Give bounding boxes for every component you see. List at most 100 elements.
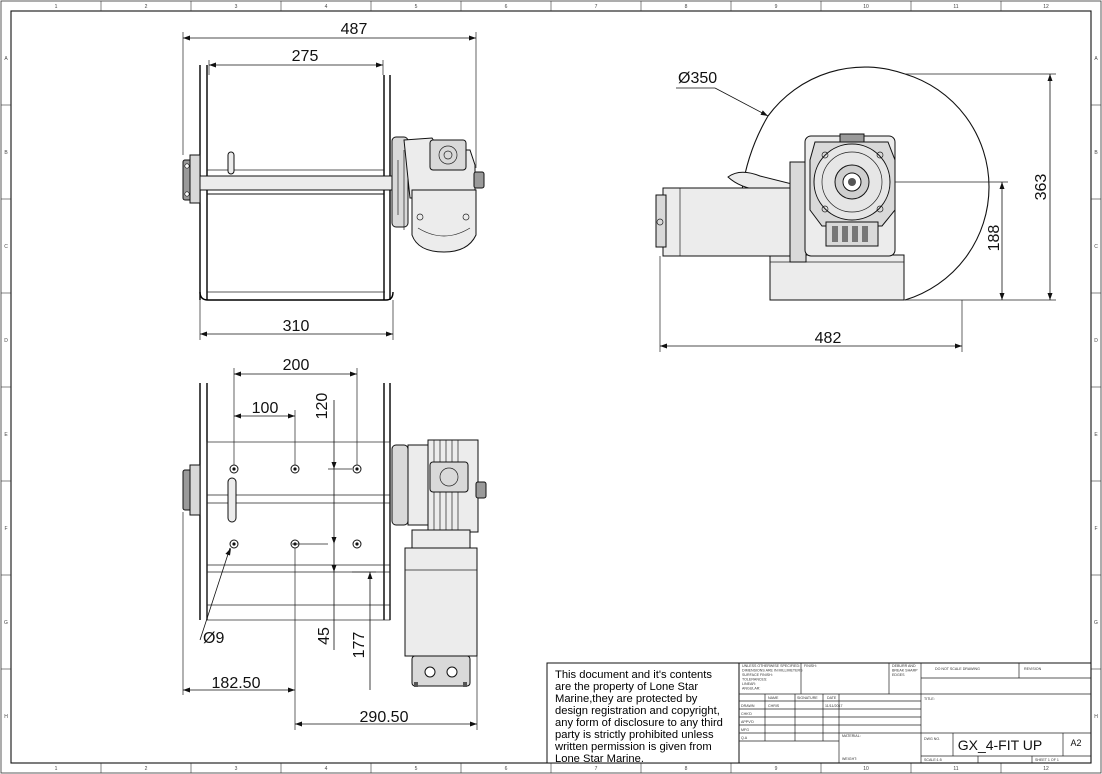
zone-row-right-C: C [1094, 244, 1098, 250]
dim-45: 45 [316, 627, 333, 645]
dwg-no-label: DWG NO. [924, 737, 940, 741]
zone-col-bottom-5: 5 [415, 766, 418, 772]
dim-482: 482 [815, 330, 842, 347]
zone-col-top-2: 2 [145, 4, 148, 10]
ownership-notice: This document and it's contents are the … [546, 662, 740, 765]
dim-275: 275 [292, 48, 319, 65]
zone-row-left-G: G [4, 620, 8, 626]
zone-col-bottom-2: 2 [145, 766, 148, 772]
zone-col-top-1: 1 [55, 4, 58, 10]
drawn-date: 11/11/2017 [825, 704, 842, 708]
dim-290-50: 290.50 [360, 709, 409, 726]
bottom-view-dimensions: 200 100 120 Ø9 45 177 182.50 290.50 [182, 357, 478, 730]
zone-col-top-12: 12 [1043, 4, 1049, 10]
deburr-line-2: BREAK SHARP [892, 669, 918, 673]
col-date: DATE [827, 696, 837, 700]
notice-line-6: party is strictly prohibited unless [555, 729, 714, 741]
zone-col-bottom-10: 10 [863, 766, 869, 772]
revision-label: REVISION [1024, 667, 1042, 671]
dim-hole-9: Ø9 [203, 630, 224, 647]
notice-line-2: are the property of Lone Star [555, 681, 698, 693]
unless-note-1: UNLESS OTHERWISE SPECIFIED: [742, 664, 800, 668]
dwg-no: GX_4-FIT UP [958, 737, 1043, 753]
notice-line-5: any form of disclosure to any third [555, 717, 723, 729]
finish-label: FINISH: [804, 664, 817, 668]
zone-col-top-4: 4 [325, 4, 328, 10]
zone-row-right-H: H [1094, 714, 1098, 720]
row-drawn: DRAWN [741, 704, 755, 708]
unless-note-4: TOLERANCES: [742, 678, 767, 682]
col-signature: SIGNATURE [797, 696, 818, 700]
zone-col-bottom-1: 1 [55, 766, 58, 772]
zone-col-bottom-9: 9 [775, 766, 778, 772]
notice-line-7: written permission is given from [554, 741, 712, 753]
unless-note-2: DIMENSIONS ARE IN MILLIMETERS [742, 669, 803, 673]
dim-100: 100 [252, 400, 279, 417]
zone-row-left-H: H [4, 714, 8, 720]
col-name: NAME [768, 696, 779, 700]
notice-line-1: This document and it's contents [555, 669, 712, 681]
deburr-line-3: EDGES [892, 673, 905, 677]
bottom-view [182, 383, 487, 687]
zone-row-right-F: F [1094, 526, 1097, 532]
zone-row-right-B: B [1094, 150, 1098, 156]
zone-row-right-A: A [1094, 56, 1098, 62]
notice-line-4: design registration and copyright, [555, 705, 720, 717]
zone-col-bottom-3: 3 [235, 766, 238, 772]
top-view-dimensions: 487 275 310 [182, 21, 477, 340]
zone-col-top-6: 6 [505, 4, 508, 10]
zone-row-right-G: G [1094, 620, 1098, 626]
zone-row-left-B: B [4, 150, 8, 156]
inner-border [10, 10, 1092, 764]
zone-col-top-8: 8 [685, 4, 688, 10]
zone-row-left-E: E [4, 432, 8, 438]
zone-col-bottom-11: 11 [953, 766, 958, 772]
dim-177: 177 [351, 632, 368, 659]
side-view [655, 66, 990, 301]
zone-col-top-3: 3 [235, 4, 238, 10]
row-appvd: APPV'D [741, 720, 754, 724]
row-mfg: MFG [741, 728, 749, 732]
notice-line-8: Lone Star Marine. [555, 753, 644, 765]
side-view-dimensions: Ø350 363 188 482 [659, 70, 1056, 352]
dim-120: 120 [314, 393, 331, 420]
dim-487: 487 [341, 21, 368, 38]
zone-row-left-A: A [4, 56, 8, 62]
drawn-name: CHRIS [768, 704, 780, 708]
unless-note-3: SURFACE FINISH: [742, 673, 773, 677]
zone-col-bottom-4: 4 [325, 766, 328, 772]
zone-col-bottom-7: 7 [595, 766, 598, 772]
row-chkd: CHK'D [741, 712, 752, 716]
dim-310: 310 [283, 318, 310, 335]
top-view [182, 65, 485, 301]
zone-row-right-D: D [1094, 338, 1098, 344]
zone-col-top-7: 7 [595, 4, 598, 10]
unless-note-5: LINEAR: [742, 682, 756, 686]
sheet-size: A2 [1070, 738, 1081, 748]
deburr-line-1: DEBURR AND [892, 664, 916, 668]
dim-182-50: 182.50 [212, 675, 261, 692]
zone-col-top-5: 5 [415, 4, 418, 10]
do-not-scale: DO NOT SCALE DRAWING [935, 667, 980, 671]
scale-label: SCALE:1:5 [924, 758, 942, 762]
zone-col-top-11: 11 [953, 4, 958, 10]
zone-row-right-E: E [1094, 432, 1098, 438]
row-qa: Q.A [741, 736, 748, 740]
sheet-label: SHEET 1 OF 1 [1035, 758, 1059, 762]
dim-363: 363 [1033, 174, 1050, 201]
zone-col-top-10: 10 [863, 4, 869, 10]
zone-col-bottom-12: 12 [1043, 766, 1049, 772]
unless-note-6: ANGULAR: [742, 687, 760, 691]
zone-row-left-D: D [4, 338, 8, 344]
title-block: UNLESS OTHERWISE SPECIFIED: DIMENSIONS A… [738, 662, 1092, 764]
title-label: TITLE: [924, 697, 935, 701]
zone-row-left-C: C [4, 244, 8, 250]
dim-200: 200 [283, 357, 310, 374]
dim-188: 188 [986, 225, 1003, 252]
material-label: MATERIAL: [842, 734, 861, 738]
zone-col-bottom-6: 6 [505, 766, 508, 772]
dim-350: Ø350 [678, 70, 717, 87]
